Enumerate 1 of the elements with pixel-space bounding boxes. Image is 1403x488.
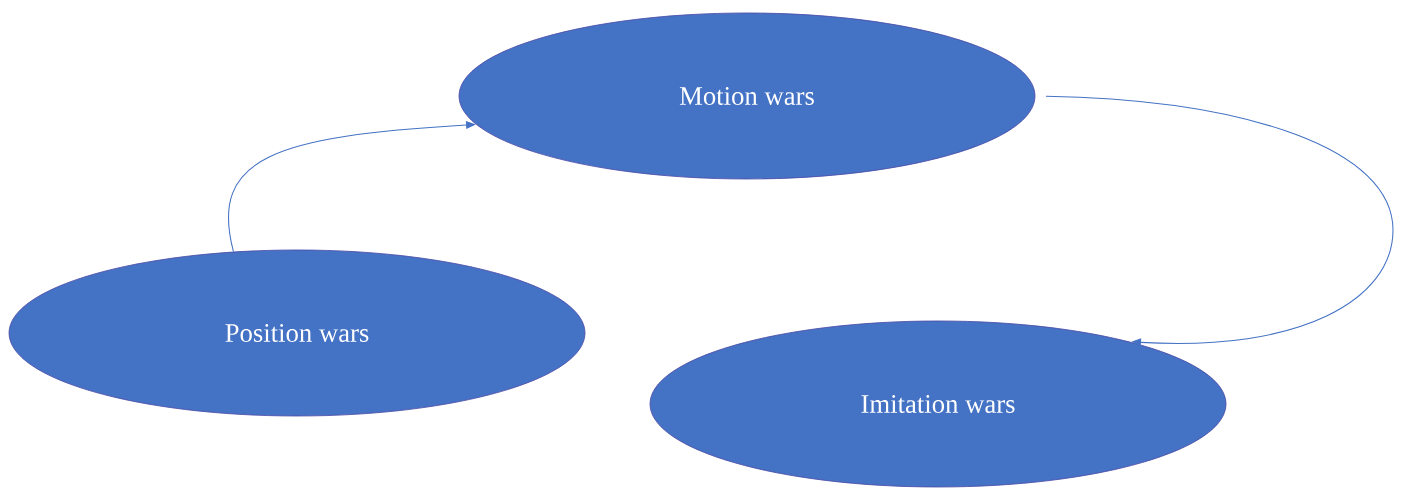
arrow: [1045, 95, 1394, 347]
